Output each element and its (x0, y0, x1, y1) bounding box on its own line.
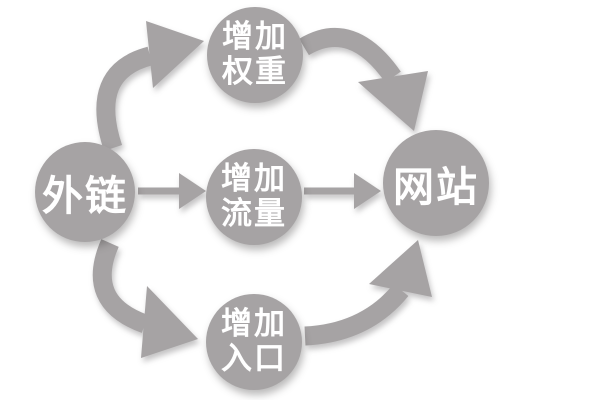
arrow-entry-to-target (304, 240, 432, 346)
node-increase-entry: 增加 入口 (206, 294, 302, 390)
arrow-source-to-entry (92, 239, 198, 358)
node-increase-weight-line2: 权重 (222, 54, 288, 89)
node-increase-traffic-line1: 增加 (221, 161, 287, 197)
node-increase-entry-line2: 入口 (221, 341, 287, 376)
node-external-links: 外链 (35, 142, 135, 242)
node-website: 网站 (383, 130, 489, 236)
node-increase-traffic: 增加 流量 (206, 149, 302, 245)
arrow-source-to-weight (96, 21, 204, 151)
node-external-links-label: 外链 (42, 173, 128, 219)
node-increase-weight: 增加 权重 (207, 7, 303, 103)
node-website-label: 网站 (393, 164, 479, 210)
arrow-source-to-traffic (138, 173, 206, 209)
arrow-weight-to-target (299, 28, 428, 131)
arrow-traffic-to-target (304, 173, 381, 209)
node-increase-traffic-line2: 流量 (221, 196, 287, 231)
node-increase-entry-line1: 增加 (221, 306, 287, 342)
node-increase-weight-line1: 增加 (222, 19, 288, 55)
